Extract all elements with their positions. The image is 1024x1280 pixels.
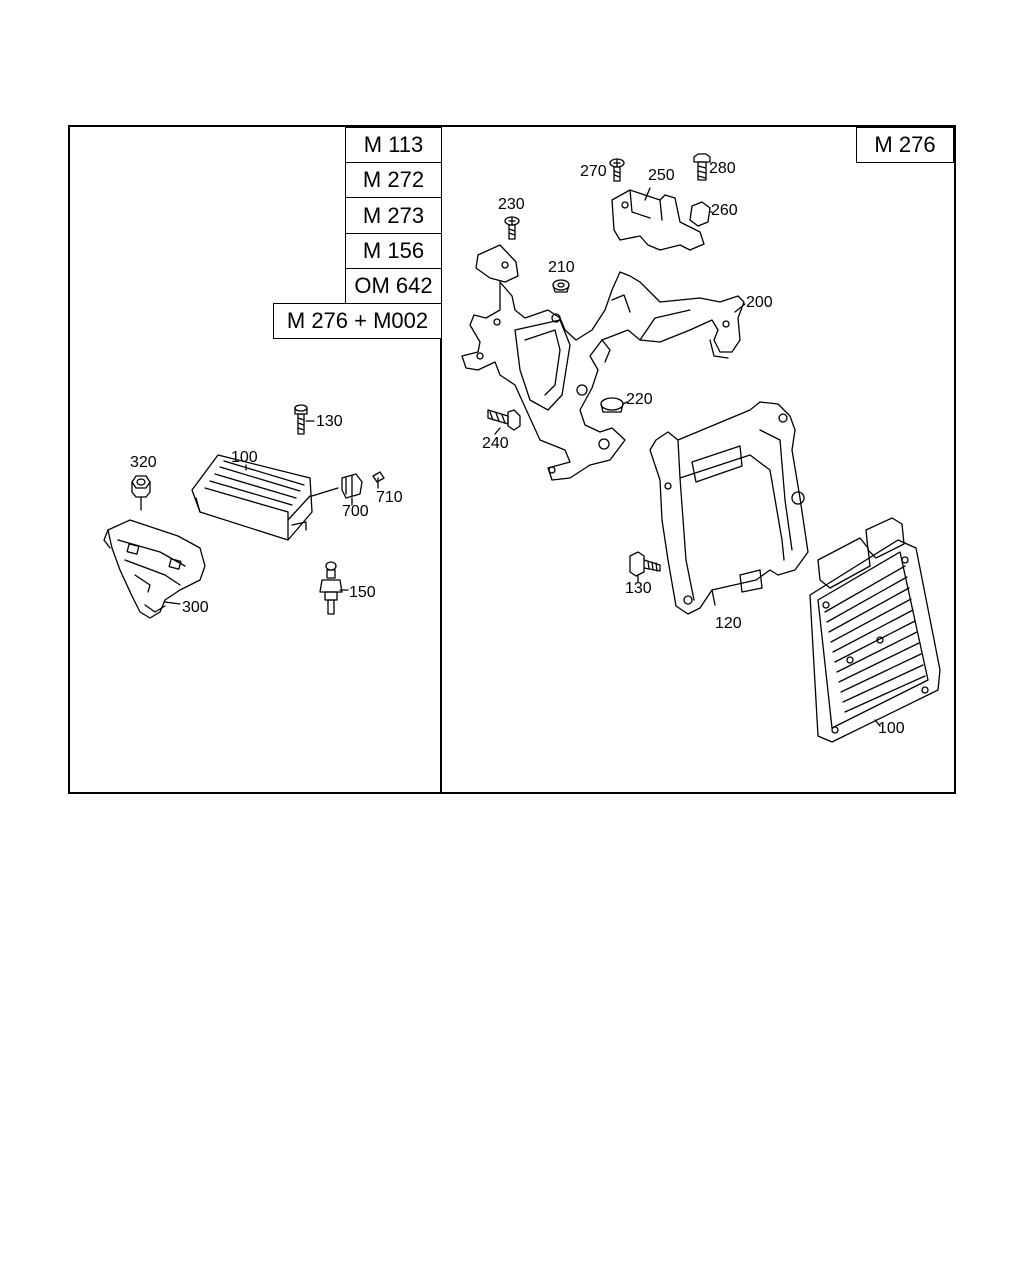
engine-tag-m156: M 156 <box>345 233 442 269</box>
carrier-frame-120 <box>650 402 808 614</box>
pin-710 <box>373 472 384 488</box>
grommet-220 <box>601 398 627 412</box>
grommet-210 <box>553 280 569 292</box>
clip-260 <box>690 202 712 226</box>
callout-320: 320 <box>130 454 157 471</box>
bolt-130-left <box>295 405 314 434</box>
callout-210: 210 <box>548 259 575 276</box>
screw-130-right <box>630 552 660 582</box>
callout-240: 240 <box>482 435 509 452</box>
bolt-240 <box>488 410 520 434</box>
nut-320 <box>132 476 150 510</box>
callout-700: 700 <box>342 503 369 520</box>
bracket-300 <box>104 520 205 618</box>
callout-710: 710 <box>376 489 403 506</box>
callout-100-right: 100 <box>878 720 905 737</box>
callout-200: 200 <box>746 294 773 311</box>
callout-230: 230 <box>498 196 525 213</box>
screw-230 <box>505 217 519 239</box>
panel-divider <box>440 125 442 794</box>
callout-150: 150 <box>349 584 376 601</box>
callout-270: 270 <box>580 163 607 180</box>
screw-270 <box>610 159 624 181</box>
engine-tag-m276-m002: M 276 + M002 <box>273 303 442 339</box>
callout-120: 120 <box>715 615 742 632</box>
callout-260: 260 <box>711 202 738 219</box>
callout-130-left: 130 <box>316 413 343 430</box>
diagram-frame <box>68 125 956 794</box>
bolt-280 <box>694 154 710 180</box>
engine-tag-m276: M 276 <box>856 127 954 163</box>
sensor-150 <box>320 562 348 614</box>
bracket-200 <box>462 245 745 480</box>
callout-100-left: 100 <box>231 449 258 466</box>
engine-tag-om642: OM 642 <box>345 268 442 304</box>
clip-700 <box>342 474 362 505</box>
bracket-250 <box>612 188 704 250</box>
control-unit-100-right <box>810 518 940 742</box>
callout-300: 300 <box>182 599 209 616</box>
callout-250: 250 <box>648 167 675 184</box>
callout-280: 280 <box>709 160 736 177</box>
callout-130-right: 130 <box>625 580 652 597</box>
control-unit-100-left <box>192 455 338 540</box>
callout-220: 220 <box>626 391 653 408</box>
